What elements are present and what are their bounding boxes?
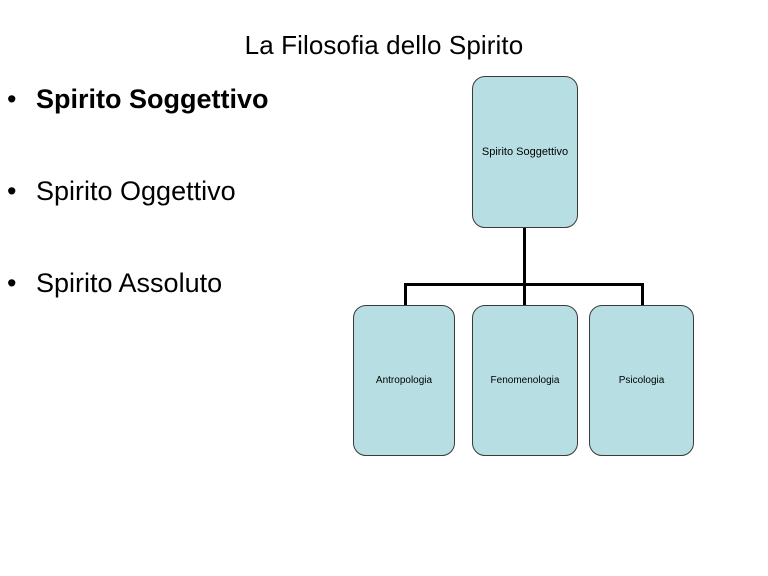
bullet-point-icon: • <box>7 176 17 206</box>
page-title: La Filosofia dello Spirito <box>244 30 524 61</box>
bullet-point-icon: • <box>7 84 17 114</box>
diagram-node-fenomenologia: Fenomenologia <box>472 305 578 456</box>
diagram-node-label: Antropologia <box>375 375 433 386</box>
list-item: • Spirito Soggettivo <box>0 82 340 174</box>
diagram-node-label: Fenomenologia <box>490 375 560 386</box>
connector-drop-antropologia <box>404 283 407 307</box>
connector-drop-fenomenologia <box>523 283 526 307</box>
connector-drop-psicologia <box>641 283 644 307</box>
diagram-node-label: Psicologia <box>618 375 665 386</box>
diagram-node-psicologia: Psicologia <box>589 305 694 456</box>
bullet-list: • Spirito Soggettivo • Spirito Oggettivo… <box>0 82 340 358</box>
list-item-label: Spirito Oggettivo <box>36 176 236 206</box>
connector-root-stem <box>523 228 526 284</box>
diagram-node-label: Spirito Soggettivo <box>481 145 569 158</box>
list-item-label: Spirito Assoluto <box>36 268 223 298</box>
list-item: • Spirito Oggettivo <box>0 174 340 266</box>
diagram-node-root: Spirito Soggettivo <box>472 76 578 228</box>
list-item: • Spirito Assoluto <box>0 266 340 358</box>
org-chart-diagram: Spirito Soggettivo Antropologia Fenomeno… <box>340 60 768 480</box>
diagram-node-antropologia: Antropologia <box>353 305 455 456</box>
list-item-label: Spirito Soggettivo <box>36 84 269 114</box>
bullet-point-icon: • <box>7 268 17 298</box>
